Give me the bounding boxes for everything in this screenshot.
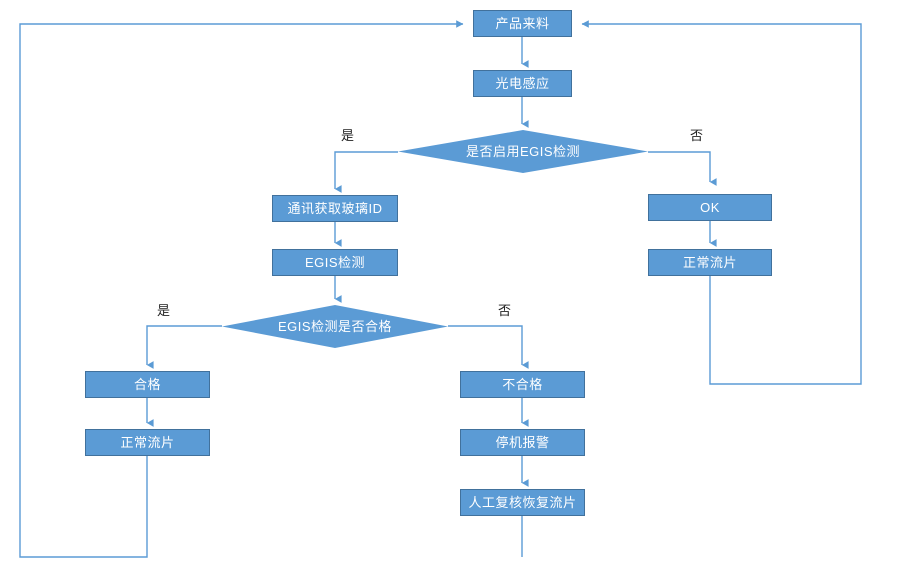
node-label: 人工复核恢复流片 xyxy=(468,495,577,510)
node-ok[interactable]: OK xyxy=(648,194,772,221)
connector-n3-n4-yes xyxy=(334,151,398,193)
edge-label-no-egis-pass: 否 xyxy=(498,303,512,318)
node-product-incoming[interactable]: 产品来料 xyxy=(473,10,572,37)
connector-n8-n9-yes xyxy=(146,325,222,369)
diamond-shape xyxy=(398,130,648,173)
connector-n10-loop-to-n1 xyxy=(19,20,464,558)
connector-n8-n11-no xyxy=(448,325,529,369)
node-fail[interactable]: 不合格 xyxy=(460,371,585,398)
node-label: 通讯获取玻璃ID xyxy=(287,201,383,216)
node-label: 光电感应 xyxy=(495,76,550,91)
node-stop-alarm[interactable]: 停机报警 xyxy=(460,429,585,456)
node-decision-egis-pass[interactable]: EGIS检测是否合格 xyxy=(222,305,448,348)
node-label: EGIS检测 xyxy=(304,255,366,270)
edge-label-yes-egis-pass: 是 xyxy=(157,303,171,318)
node-label: EGIS检测是否合格 xyxy=(277,319,393,334)
node-normal-flow-left[interactable]: 正常流片 xyxy=(85,429,210,456)
node-photoelectric-sensing[interactable]: 光电感应 xyxy=(473,70,572,97)
node-label: 不合格 xyxy=(502,377,543,392)
edge-label-no-enable-egis: 否 xyxy=(690,128,704,143)
node-label: 产品来料 xyxy=(495,16,550,31)
node-decision-enable-egis[interactable]: 是否启用EGIS检测 xyxy=(398,130,648,173)
node-fetch-glass-id[interactable]: 通讯获取玻璃ID xyxy=(272,195,398,222)
edge-label-yes-enable-egis: 是 xyxy=(341,128,355,143)
node-egis-inspection[interactable]: EGIS检测 xyxy=(272,249,398,276)
node-label: 停机报警 xyxy=(495,435,550,450)
node-label: 是否启用EGIS检测 xyxy=(465,144,581,159)
connector-n7-loop-to-n1 xyxy=(581,20,862,385)
node-normal-flow-right[interactable]: 正常流片 xyxy=(648,249,772,276)
node-label: 合格 xyxy=(133,377,161,392)
node-label: OK xyxy=(700,200,720,215)
node-pass[interactable]: 合格 xyxy=(85,371,210,398)
connector-n3-n6-no xyxy=(648,151,717,186)
node-label: 正常流片 xyxy=(682,255,737,270)
node-manual-recheck-resume[interactable]: 人工复核恢复流片 xyxy=(460,489,585,516)
node-label: 正常流片 xyxy=(120,435,175,450)
diamond-shape xyxy=(222,305,448,348)
